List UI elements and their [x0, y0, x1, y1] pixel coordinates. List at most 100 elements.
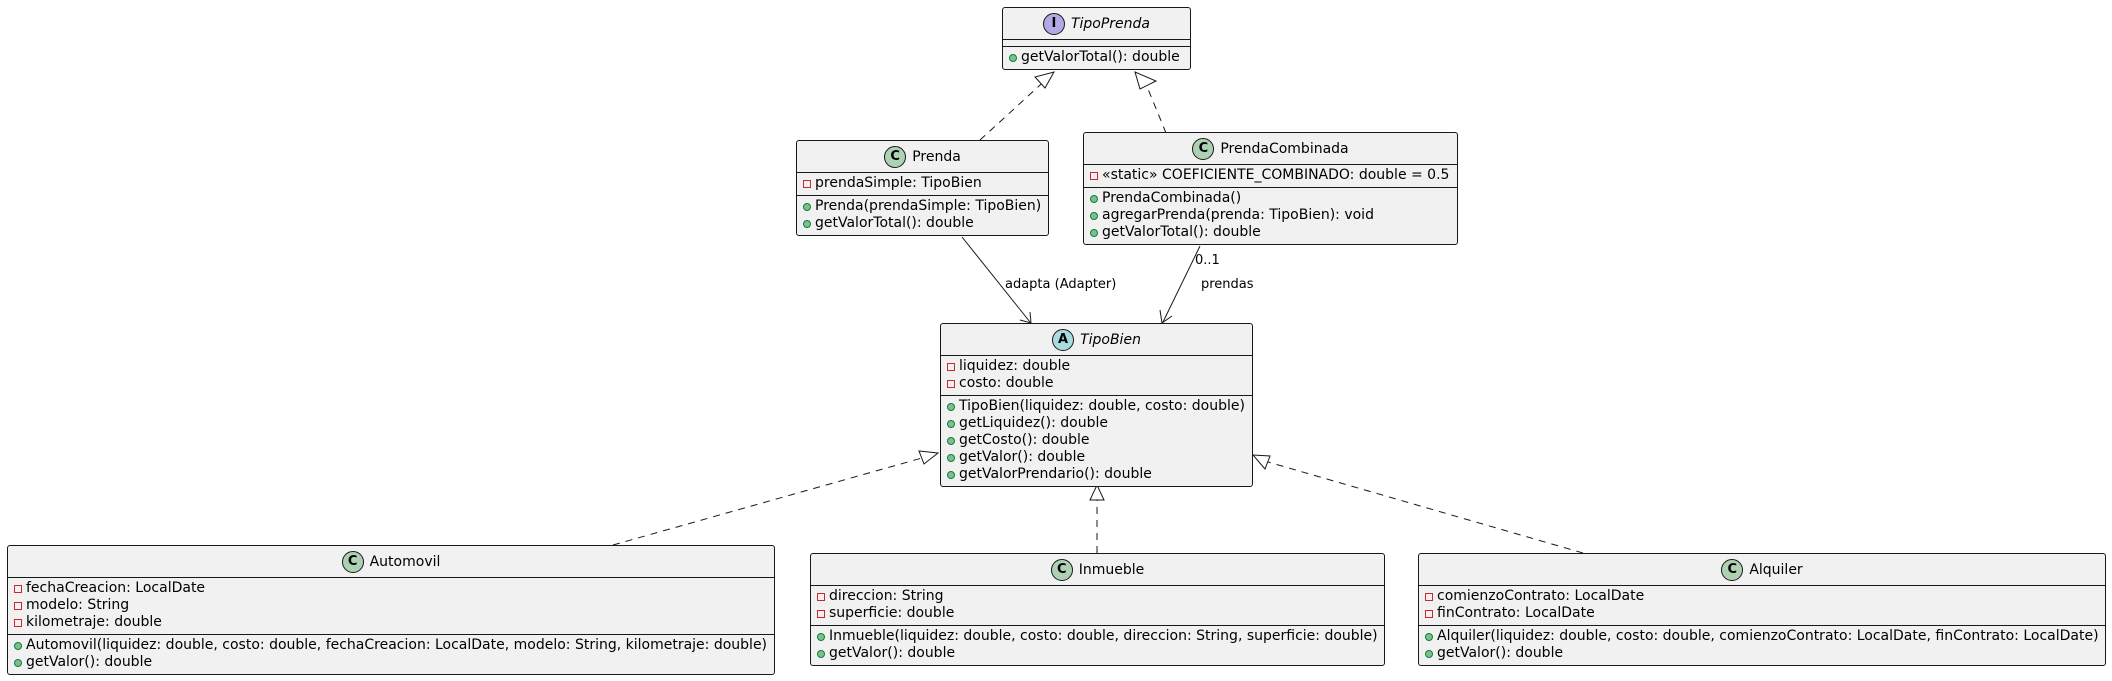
- public-visibility-icon: [12, 658, 23, 667]
- method-text: getValor(): double: [829, 645, 956, 661]
- method-row: getLiquidez(): double: [945, 415, 1252, 432]
- class-prenda[interactable]: C Prenda prendaSimple: TipoBien Prenda(p…: [796, 140, 1049, 236]
- private-visibility-icon: [12, 618, 23, 627]
- public-visibility-icon: [801, 219, 812, 228]
- field-text: «static» COEFICIENTE_COMBINADO: double =…: [1102, 167, 1450, 183]
- private-visibility-icon: [815, 592, 826, 601]
- class-icon: C: [884, 145, 907, 168]
- private-visibility-icon: [1423, 609, 1434, 618]
- arrowhead-prendacombinada-tipoprenda: [1134, 71, 1158, 90]
- edge-prenda-tipobien: [961, 236, 1031, 323]
- public-visibility-icon: [945, 470, 956, 479]
- public-visibility-icon: [815, 632, 826, 641]
- public-visibility-icon: [1088, 194, 1099, 203]
- private-visibility-icon: [1423, 592, 1434, 601]
- methods-section: getValorTotal(): double: [1003, 47, 1190, 69]
- arrowhead-inmueble-tipobien: [1089, 483, 1105, 501]
- class-header: C Prenda: [797, 141, 1048, 173]
- public-visibility-icon: [801, 202, 812, 211]
- field-text: direccion: String: [829, 588, 944, 604]
- private-visibility-icon: [12, 601, 23, 610]
- public-visibility-icon: [1088, 211, 1099, 220]
- edge-label-adapta: adapta (Adapter): [1005, 277, 1117, 292]
- field-row: fechaCreacion: LocalDate: [12, 580, 774, 597]
- method-text: getValorTotal(): double: [815, 215, 974, 231]
- method-text: getValorTotal(): double: [1102, 224, 1261, 240]
- class-icon: C: [1050, 558, 1073, 581]
- method-row: getValor(): double: [945, 449, 1252, 466]
- class-prendacombinada[interactable]: C PrendaCombinada «static» COEFICIENTE_C…: [1083, 132, 1458, 245]
- edge-prenda-tipoprenda: [979, 75, 1051, 141]
- method-row: Alquiler(liquidez: double, costo: double…: [1423, 628, 2105, 645]
- edge-automovil-tipobien: [612, 457, 923, 546]
- field-text: kilometraje: double: [26, 614, 162, 630]
- method-text: Inmueble(liquidez: double, costo: double…: [829, 628, 1378, 644]
- fields-section: «static» COEFICIENTE_COMBINADO: double =…: [1084, 165, 1457, 188]
- method-row: getCosto(): double: [945, 432, 1252, 449]
- edge-prendacombinada-tipoprenda: [1145, 83, 1167, 134]
- field-row: direccion: String: [815, 588, 1384, 605]
- method-row: getValor(): double: [12, 654, 774, 671]
- private-visibility-icon: [945, 379, 956, 388]
- class-header: C Inmueble: [811, 554, 1384, 586]
- class-icon: C: [341, 550, 364, 573]
- public-visibility-icon: [945, 436, 956, 445]
- abstract-class-icon: A: [1052, 328, 1075, 351]
- class-name: TipoBien: [1080, 331, 1141, 348]
- arrowhead-prenda-tipoprenda: [1034, 71, 1056, 89]
- field-row: modelo: String: [12, 597, 774, 614]
- method-text: getValor(): double: [959, 449, 1086, 465]
- class-name: PrendaCombinada: [1220, 140, 1349, 157]
- method-text: getCosto(): double: [959, 432, 1090, 448]
- field-text: prendaSimple: TipoBien: [815, 175, 982, 191]
- methods-section: Alquiler(liquidez: double, costo: double…: [1419, 626, 2105, 665]
- edge-prendacombinada-tipobien: [1162, 245, 1201, 323]
- method-text: getLiquidez(): double: [959, 415, 1108, 431]
- class-name: Inmueble: [1078, 561, 1145, 578]
- edge-multiplicity: 0..1: [1195, 253, 1220, 268]
- field-row: liquidez: double: [945, 358, 1252, 375]
- method-row: getValorTotal(): double: [1088, 224, 1457, 241]
- method-row: getValorTotal(): double: [801, 215, 1048, 232]
- public-visibility-icon: [1423, 632, 1434, 641]
- public-visibility-icon: [945, 419, 956, 428]
- public-visibility-icon: [1007, 53, 1018, 62]
- class-header: C PrendaCombinada: [1084, 133, 1457, 165]
- interface-icon: I: [1042, 12, 1065, 35]
- method-row: Automovil(liquidez: double, costo: doubl…: [12, 637, 774, 654]
- method-row: agregarPrenda(prenda: TipoBien): void: [1088, 207, 1457, 224]
- method-row: getValorPrendario(): double: [945, 466, 1252, 483]
- methods-section: PrendaCombinada()agregarPrenda(prenda: T…: [1084, 188, 1457, 244]
- private-visibility-icon: [815, 609, 826, 618]
- class-name: Alquiler: [1749, 561, 1803, 578]
- method-row: getValor(): double: [1423, 645, 2105, 662]
- field-row: finContrato: LocalDate: [1423, 605, 2105, 622]
- methods-section: Prenda(prendaSimple: TipoBien)getValorTo…: [797, 196, 1048, 235]
- public-visibility-icon: [1088, 228, 1099, 237]
- class-header: C Alquiler: [1419, 554, 2105, 586]
- class-tipoprenda[interactable]: I TipoPrenda getValorTotal(): double: [1002, 7, 1191, 70]
- fields-section: [1003, 40, 1190, 47]
- method-text: Automovil(liquidez: double, costo: doubl…: [26, 637, 768, 653]
- field-row: kilometraje: double: [12, 614, 774, 631]
- arrowhead-alquiler-tipobien: [1251, 454, 1271, 470]
- class-header: A TipoBien: [941, 324, 1252, 356]
- method-row: getValor(): double: [815, 645, 1384, 662]
- class-header: C Automovil: [8, 546, 774, 578]
- public-visibility-icon: [1423, 649, 1434, 658]
- field-text: fechaCreacion: LocalDate: [26, 580, 206, 596]
- method-text: getValor(): double: [1437, 645, 1564, 661]
- field-row: «static» COEFICIENTE_COMBINADO: double =…: [1088, 167, 1457, 184]
- field-row: prendaSimple: TipoBien: [801, 175, 1048, 192]
- method-text: agregarPrenda(prenda: TipoBien): void: [1102, 207, 1374, 223]
- field-text: comienzoContrato: LocalDate: [1437, 588, 1645, 604]
- method-text: getValorTotal(): double: [1021, 49, 1180, 65]
